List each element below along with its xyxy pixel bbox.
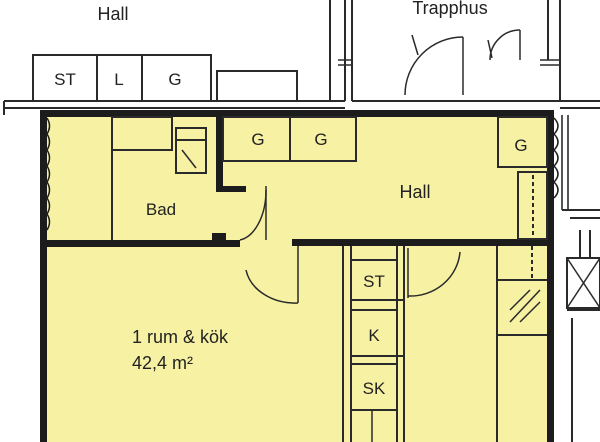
hall-cabinets — [222, 116, 548, 240]
label-hall-outside: Hall — [97, 4, 128, 24]
label-bad: Bad — [146, 200, 176, 219]
label-outside-st: ST — [54, 70, 76, 89]
label-stairwell: Trapphus — [412, 0, 487, 18]
label-g1: G — [251, 130, 264, 149]
bathroom-door — [239, 186, 267, 241]
room-door — [245, 246, 299, 304]
label-g3: G — [514, 136, 527, 155]
wall-hatching — [46, 115, 569, 231]
label-area: 42,4 m² — [132, 353, 193, 373]
label-g2: G — [314, 130, 327, 149]
label-apt-type: 1 rum & kök — [132, 327, 229, 347]
kitchen-door — [407, 248, 461, 298]
label-hall-inside: Hall — [399, 182, 430, 202]
label-outside-l: L — [114, 70, 123, 89]
stairwell-outline — [338, 0, 600, 109]
apartment-fill — [46, 115, 548, 442]
label-k: K — [368, 326, 380, 345]
interior-walls — [47, 117, 547, 247]
label-outside-g: G — [168, 70, 181, 89]
label-st: ST — [363, 272, 385, 291]
label-sk: SK — [363, 379, 386, 398]
right-exterior — [562, 209, 600, 442]
exterior-walls — [40, 110, 554, 442]
corridor-lines — [3, 0, 346, 115]
kitchen-units — [342, 246, 405, 442]
closet-right — [496, 246, 547, 442]
bathroom-fixtures — [111, 116, 207, 240]
